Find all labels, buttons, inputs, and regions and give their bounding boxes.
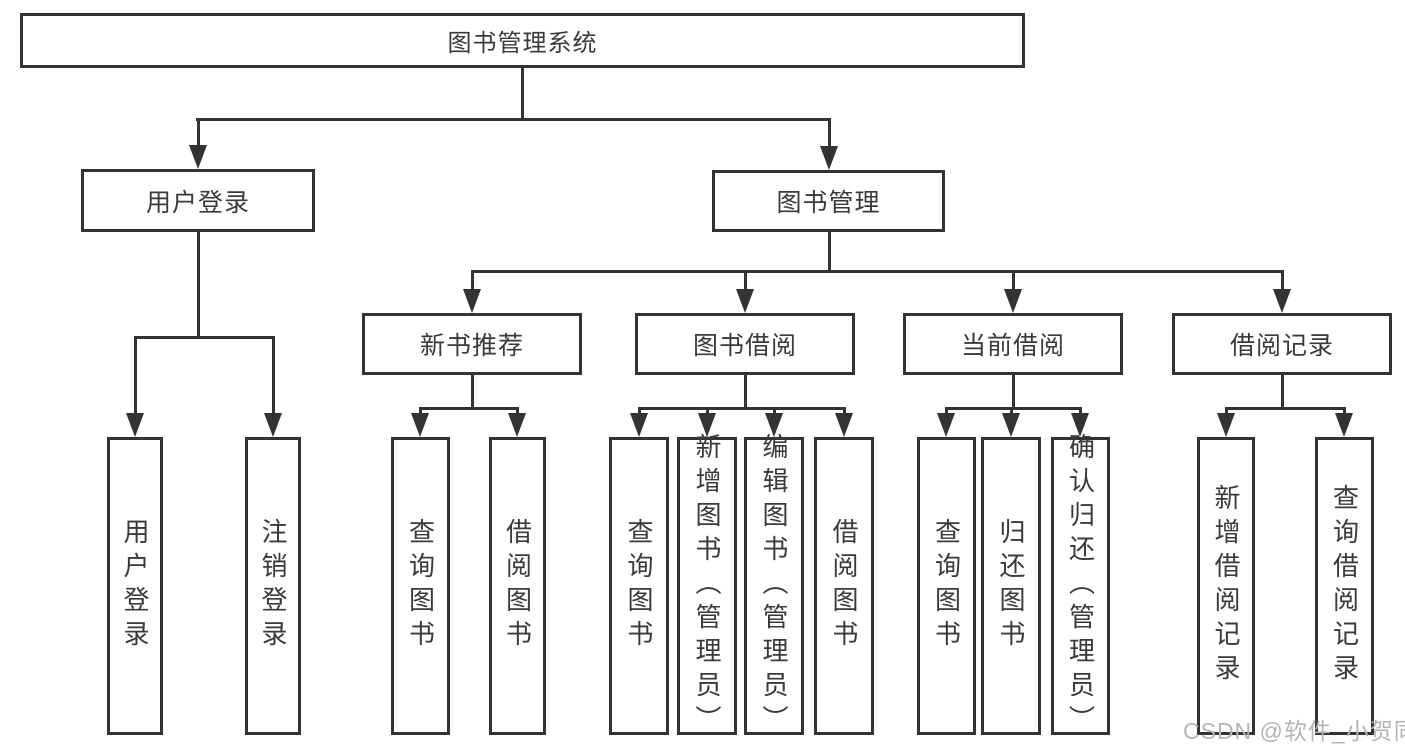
connector-line [197, 118, 200, 145]
leaf-label: 归还图书 [996, 518, 1026, 654]
leaf-nb-query-book: 查询图书 [391, 437, 450, 735]
node-user-login: 用户登录 [81, 169, 315, 232]
leaf-cb-query-book: 查询图书 [917, 437, 976, 735]
connector-line [1343, 407, 1346, 413]
node-label: 图书管理系统 [447, 30, 598, 57]
connector-line [471, 375, 474, 407]
connector-line [706, 407, 709, 413]
node-book-borrow: 图书借阅 [635, 313, 855, 375]
node-current-borrow: 当前借阅 [903, 313, 1123, 375]
node-label: 当前借阅 [960, 332, 1065, 360]
connector-line [843, 407, 846, 413]
connector-line [419, 407, 422, 413]
connector-line [135, 336, 275, 339]
connector-line [638, 407, 641, 413]
connector-line [196, 118, 831, 121]
connector-line [134, 336, 137, 413]
arrowhead-down-icon [1273, 289, 1291, 313]
connector-line [1281, 270, 1284, 289]
connector-line [1281, 375, 1284, 407]
connector-line [1012, 270, 1015, 289]
connector-line [420, 407, 517, 410]
leaf-label: 借阅图书 [829, 518, 859, 654]
arrowhead-down-icon [126, 413, 144, 437]
connector-line [828, 232, 831, 270]
arrowhead-down-icon [765, 413, 783, 437]
arrowhead-down-icon [630, 413, 648, 437]
connector-line [521, 68, 524, 118]
connector-line [945, 407, 948, 413]
arrowhead-down-icon [1004, 289, 1022, 313]
connector-line [828, 118, 831, 146]
connector-line [516, 407, 519, 413]
leaf-label: 新增借阅记录 [1211, 484, 1241, 688]
connector-line [471, 270, 474, 289]
connector-line [1012, 375, 1015, 407]
connector-line [946, 407, 1080, 410]
leaf-bb-add-book: 新增图书（管理员） [677, 433, 737, 739]
arrowhead-down-icon [463, 289, 481, 313]
arrowhead-down-icon [736, 289, 754, 313]
leaf-cb-confirm-return: 确认归还（管理员） [1051, 433, 1110, 739]
leaf-br-add-record: 新增借阅记录 [1197, 437, 1255, 735]
leaf-br-query-record: 查询借阅记录 [1315, 437, 1374, 735]
node-root: 图书管理系统 [20, 13, 1025, 68]
connector-line [197, 232, 200, 336]
arrowhead-down-icon [264, 413, 282, 437]
leaf-label: 查询图书 [405, 518, 436, 654]
connector-line [1010, 407, 1013, 413]
node-label: 新书推荐 [419, 332, 524, 360]
connector-line [1225, 407, 1228, 413]
leaf-label: 用户登录 [120, 518, 150, 654]
arrowhead-down-icon [1335, 413, 1353, 437]
node-label: 借阅记录 [1229, 332, 1334, 360]
node-book-mgmt: 图书管理 [712, 170, 945, 232]
connector-line [472, 270, 1282, 273]
node-borrow-record: 借阅记录 [1172, 313, 1392, 375]
connector-line [773, 407, 776, 413]
node-label: 图书管理 [776, 189, 881, 217]
arrowhead-down-icon [1071, 413, 1089, 437]
leaf-bb-query-book: 查询图书 [609, 437, 669, 735]
leaf-cb-return-book: 归还图书 [981, 437, 1041, 735]
node-label: 用户登录 [145, 188, 250, 217]
leaf-label: 查询图书 [931, 518, 962, 654]
leaf-label: 注销登录 [258, 518, 288, 654]
leaf-nb-borrow-book: 借阅图书 [489, 437, 546, 735]
arrowhead-down-icon [835, 413, 853, 437]
arrowhead-down-icon [508, 413, 526, 437]
arrowhead-down-icon [820, 146, 838, 170]
leaf-label: 新增图书（管理员） [692, 433, 722, 739]
leaf-label: 查询借阅记录 [1329, 484, 1360, 688]
connector-line [744, 375, 747, 407]
connector-line [744, 270, 747, 289]
leaf-label: 查询图书 [624, 518, 654, 654]
leaf-logout: 注销登录 [245, 437, 301, 735]
arrowhead-down-icon [1217, 413, 1235, 437]
leaf-label: 确认归还（管理员） [1065, 433, 1096, 739]
arrowhead-down-icon [698, 413, 716, 437]
leaf-user-login: 用户登录 [107, 437, 163, 735]
node-new-book-rec: 新书推荐 [362, 313, 582, 375]
connector-line [272, 336, 275, 413]
connector-line [1226, 407, 1344, 410]
leaf-bb-edit-book: 编辑图书（管理员） [744, 433, 804, 739]
arrowhead-down-icon [1002, 413, 1020, 437]
connector-line [1079, 407, 1082, 413]
connector-line [639, 407, 844, 410]
csdn-watermark: CSDN @软件_小贺同学 [1183, 718, 1405, 744]
leaf-label: 借阅图书 [502, 518, 533, 654]
arrowhead-down-icon [189, 145, 207, 169]
arrowhead-down-icon [937, 413, 955, 437]
leaf-bb-borrow-book: 借阅图书 [814, 437, 874, 735]
arrowhead-down-icon [411, 413, 429, 437]
leaf-label: 编辑图书（管理员） [759, 433, 789, 739]
node-label: 图书借阅 [692, 332, 797, 360]
